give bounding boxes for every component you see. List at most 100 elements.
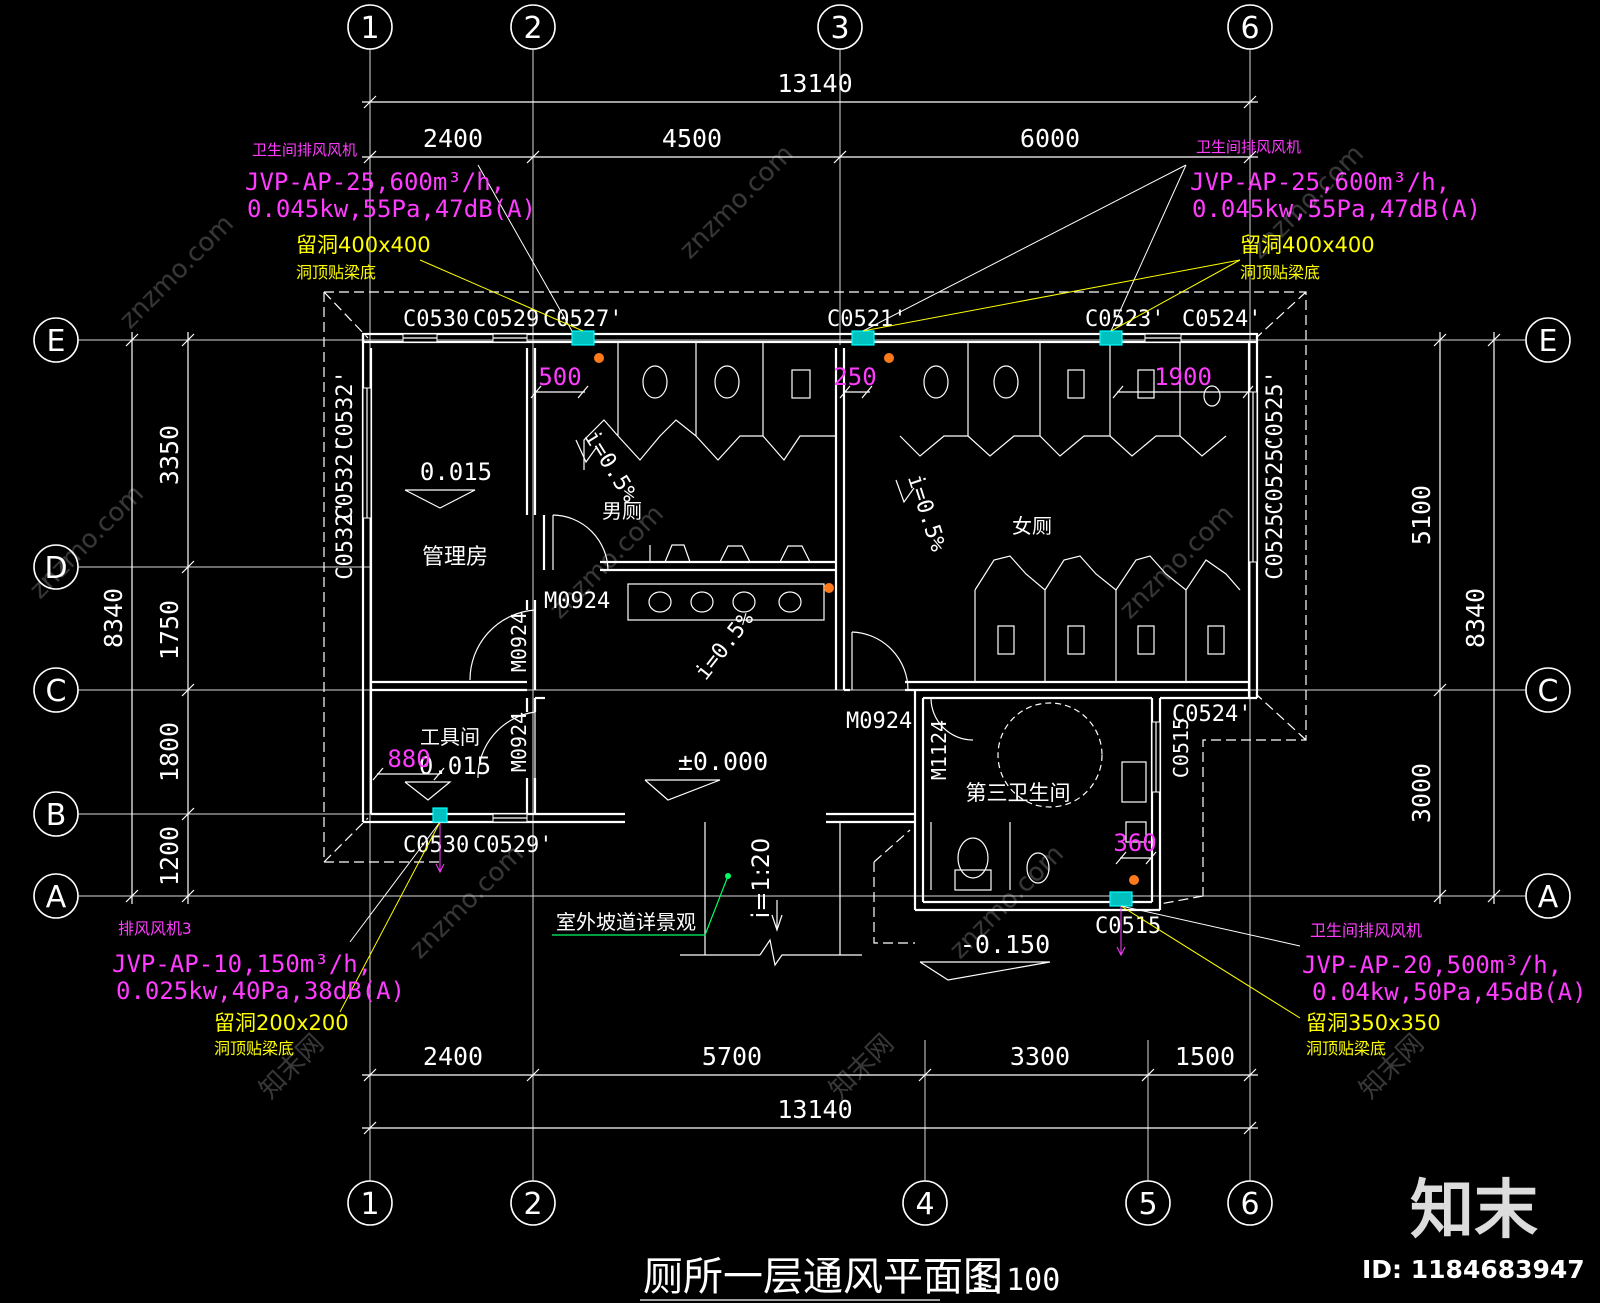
window-label: C0532'	[333, 440, 358, 519]
fan-note-opening: 留洞200x200	[214, 1011, 349, 1035]
door-label: M0924	[507, 612, 531, 672]
dimension-lines	[125, 95, 1501, 1135]
drawing-title-block: 厕所一层通风平面图 1:100	[640, 1254, 1060, 1301]
window-label: C0525'	[1263, 500, 1288, 579]
axis-label: C	[46, 674, 67, 709]
urinal-icon	[649, 544, 691, 563]
dim-top-total: 13140	[777, 69, 852, 98]
fan-note-label: 卫生间排风风机	[252, 141, 357, 159]
dim-bottom-seg: 5700	[702, 1042, 762, 1071]
axis-bubble-right-C	[1525, 667, 1571, 713]
sink-icon	[648, 591, 672, 613]
door-label: M0924	[507, 712, 531, 772]
door-label: M1124	[927, 720, 951, 780]
axis-label: 1	[360, 1187, 379, 1222]
door-label: M0924	[544, 589, 610, 614]
toilet-icon	[714, 365, 740, 399]
dim-right-total: 8340	[1461, 588, 1490, 648]
door-labels: M0924 M0924 M0924 M0924 M1124	[507, 589, 951, 780]
fan-note-opening: 留洞400x400	[1240, 233, 1375, 257]
axis-label: E	[1539, 324, 1558, 359]
exhaust-fan-icon	[1099, 330, 1123, 346]
axis-bubble-top-6	[1227, 4, 1273, 50]
room-label-management: 管理房	[422, 545, 488, 570]
axis-bubbles-bottom: 1 2 4 5 6	[347, 1180, 1273, 1226]
watermark-text: 知末网	[824, 1029, 900, 1105]
urinal-icon	[779, 545, 811, 563]
fan-note-spec: JVP-AP-25,600m³/h,	[1190, 168, 1450, 196]
level-triangle	[644, 779, 721, 801]
level-triangle	[404, 781, 452, 801]
dim-top-seg: 4500	[662, 124, 722, 153]
offset-dimension: 500	[538, 363, 581, 391]
fan-note-label: 卫生间排风风机	[1310, 921, 1422, 940]
toilet-icon	[993, 365, 1019, 399]
fan-note-top-left: 卫生间排风风机 JVP-AP-25,600m³/h, 0.045kw,55Pa,…	[245, 141, 536, 282]
wheelchair-turning-circle	[997, 702, 1103, 808]
dim-left-seg: 1200	[155, 826, 184, 886]
dim-top-seg: 6000	[1020, 124, 1080, 153]
brand-badge: 知末 ID: 1184683947	[1362, 1174, 1585, 1284]
door-swing-tool-room	[477, 711, 536, 779]
ramp-note: 室外坡道详景观	[556, 910, 696, 934]
dim-left-seg: 1800	[155, 722, 184, 782]
window-labels: C0530 C0529 C0527' C0521' C0523' C0524' …	[333, 307, 1288, 939]
door-swing-third-restroom	[930, 697, 974, 741]
squat-toilet-icon	[791, 369, 811, 399]
axis-label: A	[1538, 880, 1559, 915]
axis-bubble-right-A	[1525, 873, 1571, 919]
offset-dimensions: 500 250 1900 880 360	[372, 363, 1254, 865]
axis-bubble-left-E	[33, 317, 79, 363]
axis-bubbles-top: 1 2 3 6	[347, 4, 1273, 50]
fan-note-opening: 留洞400x400	[296, 233, 431, 257]
fan-note-bottom-left: 排风风机3 JVP-AP-10,150m³/h, 0.025kw,40Pa,38…	[112, 919, 405, 1058]
slope-mens: i=0.5%	[579, 426, 642, 507]
sink-icon	[690, 591, 714, 613]
dim-right-seg: 3000	[1407, 763, 1436, 823]
window-label: C0515	[1095, 914, 1161, 939]
dim-right-seg: 5100	[1407, 485, 1436, 545]
axis-label: E	[47, 324, 66, 359]
sink-icon	[778, 591, 802, 613]
floor-drain-icon	[824, 583, 834, 593]
toilet-icon	[1026, 852, 1050, 884]
level-outdoor: -0.150	[960, 930, 1050, 959]
door-swing-management	[469, 609, 536, 681]
axis-label: 5	[1138, 1187, 1157, 1222]
axis-bubble-bottom-2	[510, 1180, 556, 1226]
offset-dimension: 360	[1113, 829, 1156, 857]
dim-left-total: 8340	[99, 588, 128, 648]
watermark-text: znzmo.com	[1114, 499, 1240, 625]
axis-label: C	[1538, 674, 1559, 709]
sink-icon	[732, 591, 756, 613]
toilet-icon	[923, 365, 949, 399]
axis-label: A	[46, 880, 67, 915]
exhaust-fan-icon	[1109, 891, 1133, 907]
axis-label: B	[46, 798, 67, 833]
exhaust-fan-icon	[432, 807, 448, 823]
squat-toilet-icon	[1137, 625, 1155, 655]
window-label: C0525'	[1263, 370, 1288, 449]
exhaust-fan-icon	[851, 330, 875, 346]
fan-note-spec: 0.045kw,55Pa,47dB(A)	[1192, 195, 1481, 223]
level-triangle	[404, 489, 476, 509]
watermark-text: znzmo.com	[24, 479, 150, 605]
exhaust-fan-icon	[571, 330, 595, 346]
window-openings	[362, 333, 1258, 823]
squat-toilet-icon	[1207, 625, 1225, 655]
room-labels: 管理房 男厕 女厕 工具间 第三卫生间	[420, 499, 1071, 805]
window-label: C0524'	[1182, 307, 1261, 332]
fixtures	[583, 342, 1241, 891]
axis-label: 4	[915, 1187, 934, 1222]
squat-toilet-icon	[1137, 369, 1155, 399]
offset-dimension: 880	[387, 745, 430, 773]
window-label: C0532'	[333, 500, 358, 579]
window-label: C0530	[403, 307, 469, 332]
fan-note-spec: JVP-AP-10,150m³/h,	[112, 950, 372, 978]
doors	[469, 514, 1103, 808]
door-swing-mens	[552, 514, 609, 571]
fan-note-top-right: 卫生间排风风机 JVP-AP-25,600m³/h, 0.045kw,55Pa,…	[1190, 138, 1481, 282]
window-label: C0515	[1169, 718, 1193, 778]
fan-note-remark: 洞顶贴梁底	[1306, 1039, 1386, 1058]
